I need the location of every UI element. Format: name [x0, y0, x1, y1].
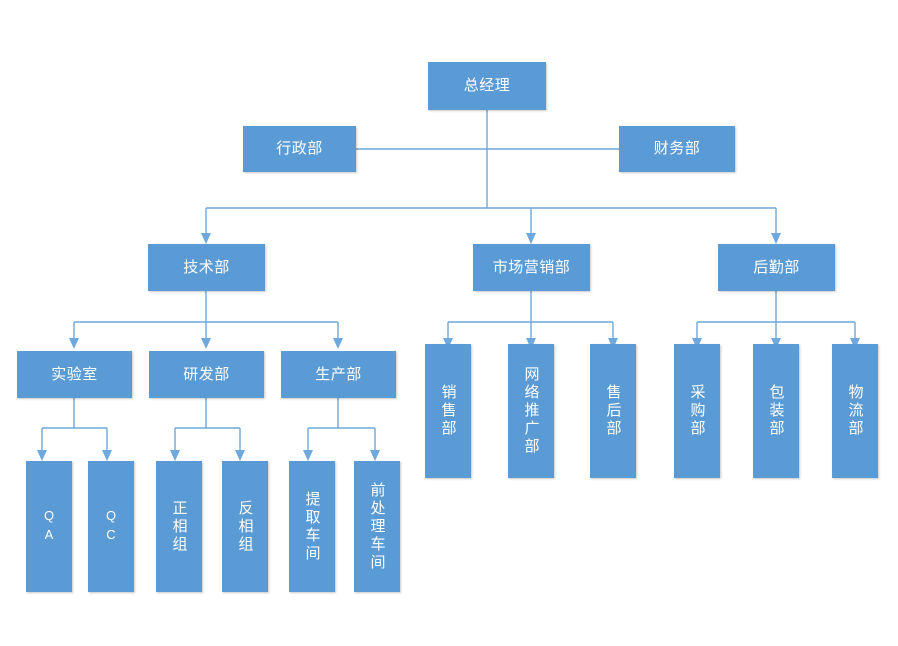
arrow-to-marketing	[526, 233, 536, 244]
node-laboratory[interactable]: 实验室	[17, 351, 132, 398]
node-normal-phase-group[interactable]: 正相组	[156, 461, 202, 592]
node-production[interactable]: 生产部	[281, 351, 396, 398]
node-rnd[interactable]: 研发部	[149, 351, 264, 398]
node-marketing[interactable]: 市场营销部	[473, 244, 590, 291]
node-extraction-workshop[interactable]: 提取车间	[289, 461, 335, 592]
node-online-promotion[interactable]: 网络推广部	[508, 344, 554, 478]
node-reverse-phase-group[interactable]: 反相组	[222, 461, 268, 592]
node-qa[interactable]: QA	[26, 461, 72, 592]
node-technology[interactable]: 技术部	[148, 244, 265, 291]
arrow-to-production	[333, 338, 343, 349]
node-distribution[interactable]: 物流部	[832, 344, 878, 478]
arrow-to-extraction	[303, 450, 313, 461]
arrow-to-rnd	[201, 338, 211, 349]
node-qc[interactable]: QC	[88, 461, 134, 592]
node-finance[interactable]: 财务部	[619, 126, 735, 172]
arrow-to-lab	[69, 338, 79, 349]
arrow-to-reversephase	[235, 450, 245, 461]
node-general-manager[interactable]: 总经理	[428, 62, 546, 110]
arrow-to-qc	[102, 450, 112, 461]
arrow-to-tech	[201, 233, 211, 244]
node-after-sales[interactable]: 售后部	[590, 344, 636, 478]
node-procurement[interactable]: 采购部	[674, 344, 720, 478]
arrow-to-pretreatment	[370, 450, 380, 461]
node-administration[interactable]: 行政部	[243, 126, 356, 172]
arrow-to-qa	[37, 450, 47, 461]
arrow-to-logistics	[771, 233, 781, 244]
node-pretreatment-workshop[interactable]: 前处理车间	[354, 461, 400, 592]
node-packaging[interactable]: 包装部	[753, 344, 799, 478]
arrow-to-normalphase	[170, 450, 180, 461]
node-logistics-dept[interactable]: 后勤部	[718, 244, 835, 291]
node-sales[interactable]: 销售部	[425, 344, 471, 478]
